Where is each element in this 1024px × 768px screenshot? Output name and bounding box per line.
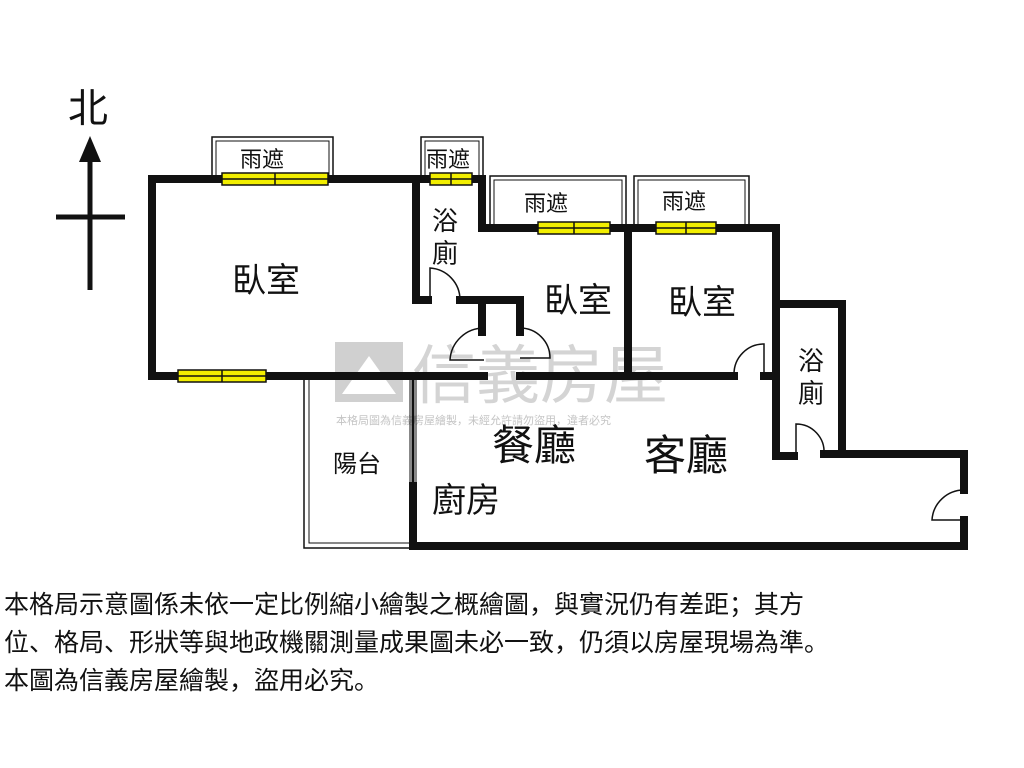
awning-label: 雨遮 xyxy=(426,148,470,173)
doors xyxy=(411,267,965,521)
watermark-notice: 本格局圖為信義房屋繪製，未經允許請勿盜用，違者必究 xyxy=(336,413,611,427)
watermark: 信義房屋 本格局圖為信義房屋繪製，未經允許請勿盜用，違者必究 xyxy=(335,340,668,427)
awning-label: 雨遮 xyxy=(662,190,706,215)
door xyxy=(449,327,485,361)
room-label-bath-1: 浴廁 xyxy=(432,207,458,270)
compass-label: 北 xyxy=(68,86,108,132)
awning-label: 雨遮 xyxy=(240,148,284,173)
balcony-outline xyxy=(303,378,417,549)
room-label-kitchen: 廚房 xyxy=(432,481,500,521)
door xyxy=(429,267,461,301)
room-label-bath-2: 浴廁 xyxy=(798,347,824,410)
entrance-door xyxy=(931,489,965,521)
room-label-bedroom-3: 臥室 xyxy=(668,283,736,323)
disclaimer-line: 位、格局、形狀等與地政機關測量成果圖未必一致，仍須以房屋現場為準。 xyxy=(4,628,830,657)
floor-plan: 信義房屋 本格局圖為信義房屋繪製，未經允許請勿盜用，違者必究 北 雨遮 雨遮 雨… xyxy=(56,86,968,550)
room-label-bedroom-1: 臥室 xyxy=(232,261,300,301)
compass: 北 xyxy=(56,86,125,290)
disclaimer-line: 本格局示意圖係未依一定比例縮小繪製之概繪圖，與實況仍有差距；其方 xyxy=(4,590,805,619)
door xyxy=(795,423,825,456)
door xyxy=(519,327,551,359)
door xyxy=(733,343,765,376)
room-label-dining: 餐廳 xyxy=(492,421,576,470)
room-label-bedroom-2: 臥室 xyxy=(544,281,612,321)
room-label-balcony: 陽台 xyxy=(333,450,381,478)
disclaimer-line: 本圖為信義房屋繪製，盜用必究。 xyxy=(4,666,380,695)
awning-label: 雨遮 xyxy=(524,192,568,217)
room-label-living: 客廳 xyxy=(644,431,728,480)
north-arrow-icon xyxy=(79,136,101,162)
windows xyxy=(177,172,717,383)
disclaimer: 本格局示意圖係未依一定比例縮小繪製之概繪圖，與實況仍有差距；其方 位、格局、形狀… xyxy=(4,586,1020,700)
